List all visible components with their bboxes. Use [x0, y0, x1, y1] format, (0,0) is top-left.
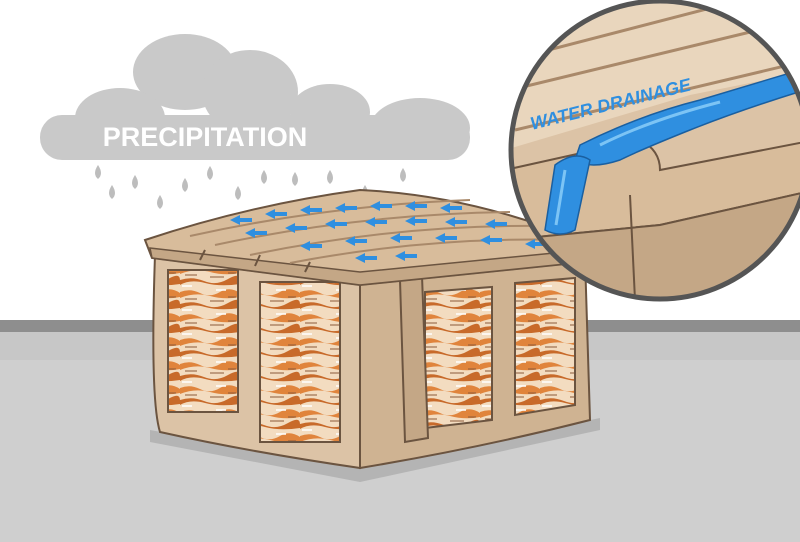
flow-arrow-icon: [405, 216, 427, 226]
flow-arrow-icon: [440, 203, 462, 213]
insulation-window: [259, 281, 341, 443]
raindrop-icon: [157, 195, 163, 209]
flow-arrow-icon: [345, 236, 367, 246]
raindrop-icon: [207, 166, 213, 180]
insulation-window: [514, 276, 576, 417]
raindrops: [95, 165, 406, 209]
raindrop-icon: [292, 172, 298, 186]
insulation-window: [424, 285, 493, 430]
flow-arrow-icon: [300, 241, 322, 251]
raindrop-icon: [261, 170, 267, 184]
flow-arrow-icon: [335, 203, 357, 213]
flow-arrow-icon: [300, 205, 322, 215]
precipitation-label: PRECIPITATION: [103, 122, 308, 152]
flow-arrow-icon: [485, 219, 507, 229]
flow-arrow-icon: [390, 233, 412, 243]
flow-arrow-icon: [230, 215, 252, 225]
flow-arrows: [230, 201, 547, 263]
water-stream: [574, 69, 800, 166]
flow-arrow-icon: [480, 235, 502, 245]
flow-arrow-icon: [405, 201, 427, 211]
flow-arrow-icon: [370, 201, 392, 211]
flow-arrow-icon: [365, 217, 387, 227]
raindrop-icon: [182, 178, 188, 192]
raindrop-icon: [95, 165, 101, 179]
flow-arrow-icon: [445, 217, 467, 227]
raindrop-icon: [109, 185, 115, 199]
flow-arrow-icon: [355, 253, 377, 263]
magnifier-callout: WATER DRAINAGE: [508, 0, 800, 302]
drain-spout: [398, 274, 430, 444]
cloud-icon: [40, 34, 470, 160]
flow-arrow-icon: [325, 219, 347, 229]
insulated-bale: [143, 188, 600, 482]
raindrop-icon: [400, 168, 406, 182]
flow-arrow-icon: [245, 228, 267, 238]
flow-arrow-icon: [285, 223, 307, 233]
insulation-window: [167, 269, 239, 413]
flow-arrow-icon: [435, 233, 457, 243]
flow-arrow-icon: [525, 239, 547, 249]
raindrop-icon: [132, 175, 138, 189]
raindrop-icon: [235, 186, 241, 200]
flow-arrow-icon: [395, 251, 417, 261]
flow-arrow-icon: [265, 209, 287, 219]
raindrop-icon: [327, 170, 333, 184]
